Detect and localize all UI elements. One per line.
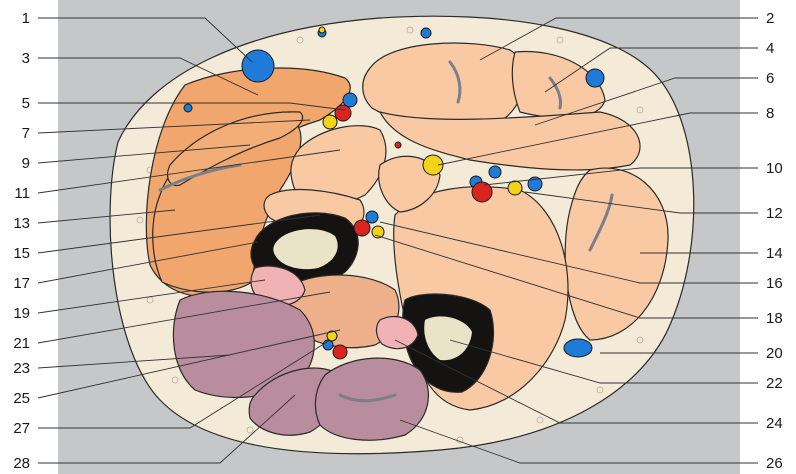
label-9: 9	[22, 155, 30, 172]
label-8: 8	[766, 105, 774, 122]
label-17: 17	[13, 275, 30, 292]
label-13: 13	[13, 215, 30, 232]
label-15: 15	[13, 245, 30, 262]
vein-1	[242, 50, 274, 82]
label-4: 4	[766, 40, 774, 57]
label-26: 26	[766, 455, 783, 472]
label-19: 19	[13, 305, 30, 322]
label-20: 20	[766, 345, 783, 362]
left-labels: 1 3 5 7 9 11 13 15 17 19 21 23 25 27 28	[13, 10, 30, 472]
muscle-2	[363, 43, 524, 125]
label-2: 2	[766, 10, 774, 27]
label-16: 16	[766, 275, 783, 292]
label-3: 3	[22, 50, 30, 67]
label-5: 5	[22, 95, 30, 112]
label-7: 7	[22, 125, 30, 142]
label-21: 21	[13, 335, 30, 352]
label-10: 10	[766, 160, 783, 177]
label-18: 18	[766, 310, 783, 327]
label-23: 23	[13, 360, 30, 377]
label-27: 27	[13, 420, 30, 437]
label-22: 22	[766, 375, 783, 392]
vein-20	[564, 339, 592, 357]
label-12: 12	[766, 205, 783, 222]
label-24: 24	[766, 415, 783, 432]
label-14: 14	[766, 245, 783, 262]
right-labels: 2 4 6 8 10 12 14 16 18 20 22 24 26	[766, 10, 783, 472]
label-11: 11	[14, 185, 30, 202]
label-25: 25	[13, 390, 30, 407]
label-1: 1	[22, 10, 30, 27]
label-28: 28	[13, 455, 30, 472]
label-6: 6	[766, 70, 774, 87]
